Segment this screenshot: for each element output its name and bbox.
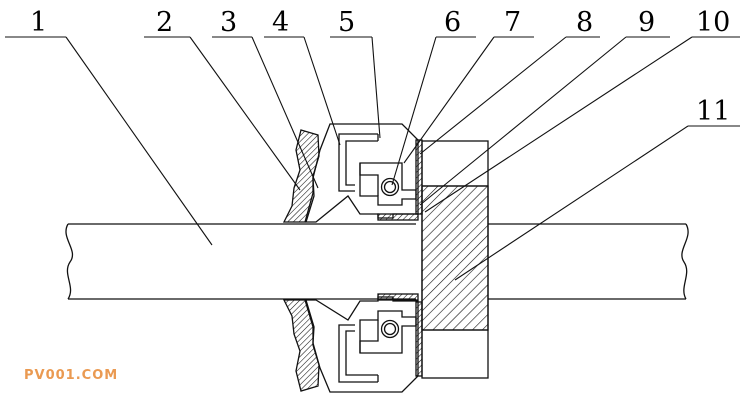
housing xyxy=(421,140,489,379)
spring-cavity-lower xyxy=(359,310,417,354)
spring-cavity-upper xyxy=(359,162,417,206)
label-2: 2 xyxy=(156,7,173,38)
label-9: 9 xyxy=(638,7,655,38)
label-8: 8 xyxy=(576,7,593,38)
label-10: 10 xyxy=(696,7,730,38)
part-labels: 1 2 3 4 5 6 7 8 9 10 11 xyxy=(30,7,730,127)
label-7: 7 xyxy=(504,7,521,38)
shaft xyxy=(65,223,689,300)
hatched-sleeve xyxy=(421,185,489,331)
label-3: 3 xyxy=(220,7,237,38)
label-4: 4 xyxy=(272,7,289,38)
contact-strip-lower xyxy=(377,293,419,301)
label-6: 6 xyxy=(444,7,461,38)
seal-body-upper xyxy=(305,123,419,223)
leader-lines xyxy=(5,36,740,281)
label-1: 1 xyxy=(30,7,47,38)
garter-spring-upper xyxy=(380,177,400,197)
contact-strip-upper xyxy=(377,213,419,221)
garter-spring-lower xyxy=(380,319,400,339)
outer-lip-seal xyxy=(282,129,320,392)
label-11: 11 xyxy=(696,96,730,127)
watermark: PV001.COM xyxy=(24,368,119,383)
label-5: 5 xyxy=(338,7,355,38)
